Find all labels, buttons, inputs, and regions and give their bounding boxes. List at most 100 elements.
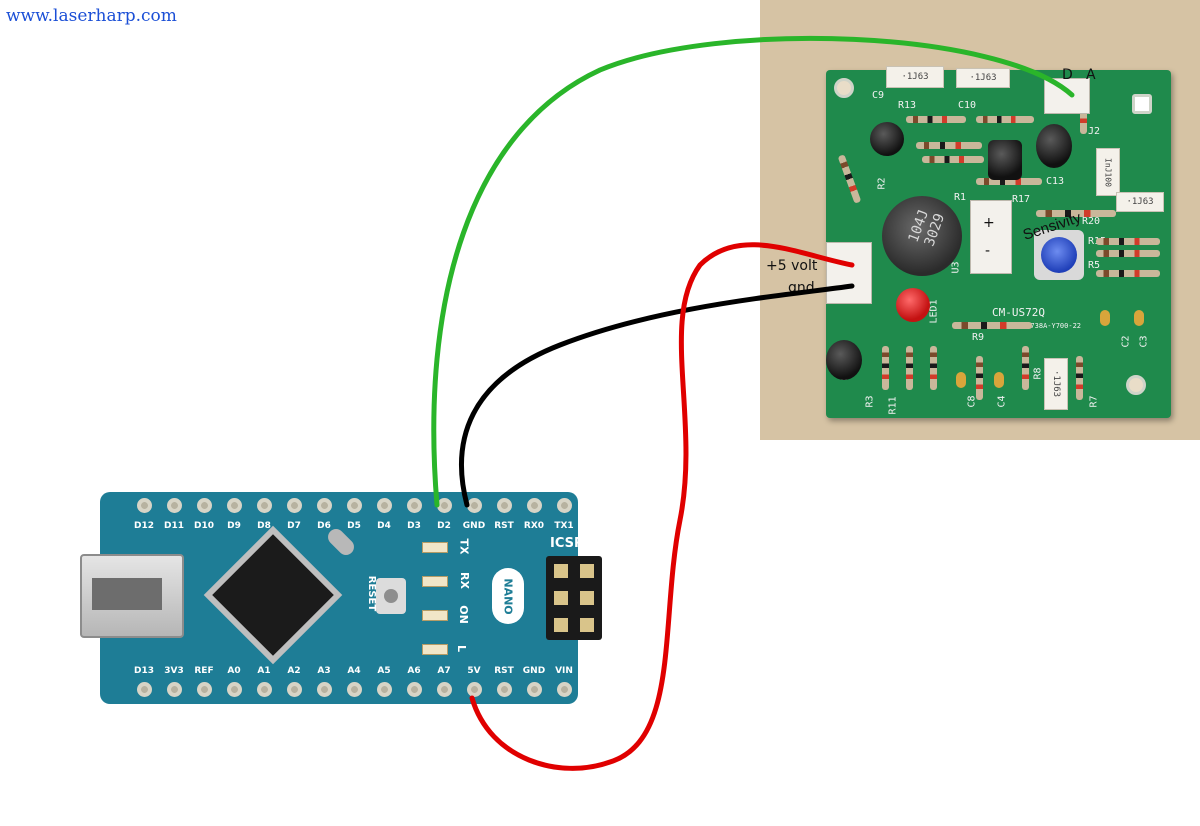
pin-d13 [137,682,152,697]
icsp-pin [554,618,568,632]
resistor [1096,250,1160,257]
pin-label: RST [494,666,514,676]
icsp-label: ICSP [550,536,584,551]
icsp-pin [580,591,594,605]
resistor [1096,270,1160,277]
pin-a6 [407,682,422,697]
icsp-pin [580,618,594,632]
on-led [422,610,448,621]
pin-a5 [377,682,392,697]
resistor [882,346,889,390]
component-label: ·1J63 [886,66,944,88]
pin-gnd [467,498,482,513]
pin-d3 [407,498,422,513]
component-label: ·1J63 [1116,192,1164,212]
silk-label: C13 [1046,176,1065,187]
component-label: ·1J63 [956,68,1010,88]
resistor [916,142,982,149]
resistor [906,116,966,123]
silk-label: C9 [872,90,885,101]
silk-label: C2 [1120,335,1132,348]
capacitor [870,122,904,156]
silk-label: C10 [958,100,977,111]
resistor [1022,346,1029,390]
led-label: TX [457,538,471,555]
nano-logo: NANO [492,568,524,624]
usb-port [80,554,184,638]
icsp-pin [554,564,568,578]
icsp-pin [554,591,568,605]
pin-label: D3 [407,521,421,531]
capacitor [1036,124,1072,168]
pin-label: A3 [317,666,331,676]
pin-label: TX1 [554,521,574,531]
pin-label: D9 [227,521,241,531]
pin-label: 3V3 [164,666,184,676]
pin-label: VIN [555,666,573,676]
pin-a-label: A [1086,67,1096,83]
resistor [976,116,1034,123]
pin-d11 [167,498,182,513]
resistor [930,346,937,390]
mount-hole [1132,94,1152,114]
pin-a2 [287,682,302,697]
pin-vin [557,682,572,697]
pin-label: A0 [227,666,241,676]
capacitor [1100,310,1110,326]
pin-label: D10 [194,521,214,531]
silk-label: U3 [950,261,962,274]
pin-a4 [347,682,362,697]
pin-d10 [197,498,212,513]
silk-label: R1 [954,192,967,203]
pin-a3 [317,682,332,697]
pin-d4 [377,498,392,513]
pin-label: D6 [317,521,331,531]
sensor-pcb: ·1J63 ·1J63 InJ100 ·1J63 ·1J63 C9 R13 C1… [826,66,1171,418]
input-connector [826,242,872,304]
silk-label: R9 [972,332,985,343]
pin-label: A1 [257,666,271,676]
capacitor [956,372,966,388]
capacitor [1134,310,1144,326]
pin-label: D2 [437,521,451,531]
model-label: CM-US72Q [992,306,1045,319]
pin-d5 [347,498,362,513]
pin-d6 [317,498,332,513]
pin-d2 [437,498,452,513]
silk-label: R11 [887,396,899,415]
pin-5v [467,682,482,697]
reset-button[interactable] [376,578,406,614]
pin-label: A4 [347,666,361,676]
pin-label: 5V [467,666,481,676]
rx-led [422,576,448,587]
plus-label: + [983,215,995,231]
pin-rx0 [527,498,542,513]
tx-led [422,542,448,553]
pin-gnd [527,682,542,697]
resistor [1096,238,1160,245]
resistor [1076,356,1083,400]
sensor-module-photo: ·1J63 ·1J63 InJ100 ·1J63 ·1J63 C9 R13 C1… [760,0,1200,440]
led-label: RX [457,572,471,589]
pin-label: D7 [287,521,301,531]
resistor [906,346,913,390]
pin-label: D4 [377,521,391,531]
transistor [988,140,1022,180]
mount-hole [834,78,854,98]
resistor [837,154,862,204]
pin-d-label: D [1062,67,1073,83]
silk-label: R13 [898,100,917,111]
pin-d9 [227,498,242,513]
component-label: ·1J63 [1044,358,1068,410]
pin-a0 [227,682,242,697]
power-connector: + - [970,200,1012,274]
pin-label: D8 [257,521,271,531]
pin-a7 [437,682,452,697]
silk-label: R7 [1088,395,1100,408]
nano-logo-text: NANO [501,577,515,615]
pin-d7 [287,498,302,513]
gnd-label: gnd [788,280,815,296]
usb-port-opening [92,578,162,610]
microcontroller-chip [212,534,334,656]
capacitor [826,340,862,380]
